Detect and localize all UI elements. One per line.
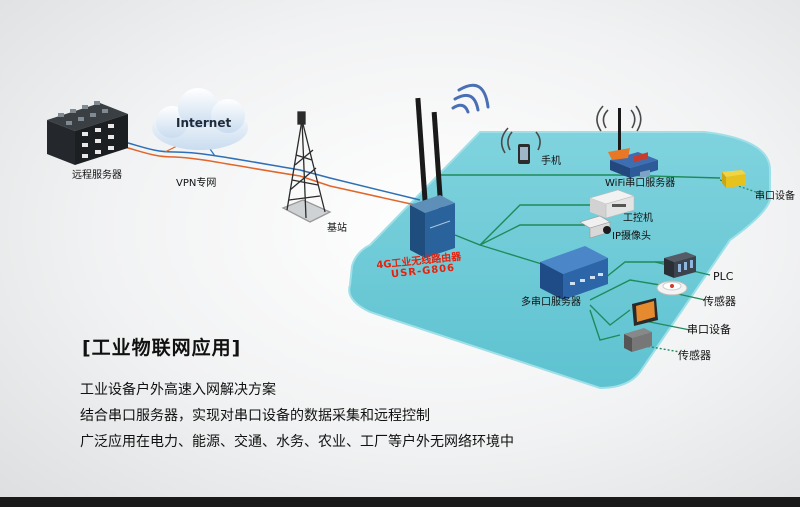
phone-label: 手机 (541, 156, 561, 167)
description-line-2: 结合串口服务器，实现对串口设备的数据采集和远程控制 (80, 408, 430, 424)
bottom-bar (0, 497, 800, 507)
serial-device-1-icon (722, 170, 746, 188)
ip-camera-label: IP摄像头 (612, 231, 651, 242)
internet-cloud-icon (152, 88, 248, 150)
ip-camera-icon (579, 215, 611, 239)
serial-device-2-icon (632, 169, 658, 326)
base-station-label: 基站 (327, 223, 347, 234)
sensor-1-label: 传感器 (703, 295, 736, 308)
wan-links (111, 138, 421, 207)
industrial-pc-label: 工控机 (623, 213, 653, 224)
description-line-3: 广泛应用在电力、能源、交通、水务、农业、工厂等户外无网络环境中 (80, 434, 514, 450)
router-wifi-icon (451, 83, 490, 114)
multi-serial-server-label: 多串口服务器 (521, 297, 581, 308)
router-usr-g806-icon (410, 97, 455, 258)
internet-label: Internet (176, 116, 232, 130)
sensor-2-icon (624, 152, 652, 352)
multi-serial-server-icon (540, 246, 608, 300)
wifi-serial-server-label: WiFi串口服务器 (605, 178, 676, 189)
industrial-pc-icon (589, 189, 635, 219)
sensor-1-icon (656, 280, 688, 296)
base-station-tower-icon (281, 111, 332, 223)
wifi-server-wifi-icon (596, 105, 642, 132)
plc-label: PLC (713, 270, 734, 283)
sensor-2-label: 传感器 (678, 349, 711, 362)
description-line-1: 工业设备户外高速入网解决方案 (80, 382, 276, 398)
remote-server-icon (47, 101, 128, 165)
remote-server-label: 远程服务器 (72, 170, 122, 181)
plc-icon (664, 252, 696, 278)
serial-device-2-label: 串口设备 (687, 323, 731, 336)
phone-wifi-icon (500, 127, 541, 154)
serial-device-1-label: 串口设备 (755, 191, 795, 202)
section-heading: [工业物联网应用] (82, 337, 242, 359)
vpn-label: VPN专网 (176, 178, 217, 189)
phone-icon (518, 144, 530, 164)
